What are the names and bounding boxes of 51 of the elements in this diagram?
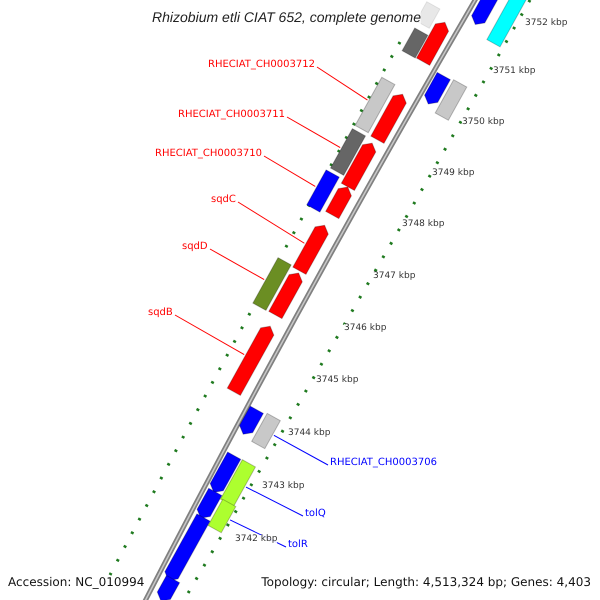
gene-label: sqdC: [211, 195, 236, 205]
gene-block: [268, 272, 303, 320]
gene-label: sqdD: [182, 242, 208, 252]
gene-label: sqdB: [148, 308, 173, 318]
gene-block: [354, 76, 396, 134]
gene-label: RHECIAT_CH0003706: [330, 458, 437, 468]
leader-line: [286, 116, 341, 148]
gene-block: [292, 224, 329, 276]
title: Rhizobium etli CIAT 652, complete genome: [152, 10, 421, 24]
gene-block: [401, 27, 429, 59]
gene-block: [424, 72, 451, 105]
scale-tick-label: 3743 kbp: [262, 482, 304, 491]
leader-line: [246, 486, 304, 516]
gene-label: tolR: [288, 540, 308, 550]
gene-block: [330, 128, 366, 176]
gene-block: [252, 256, 292, 312]
gene-block: [340, 142, 376, 192]
scale-tick-label: 3750 kbp: [462, 118, 504, 127]
gene-block: [325, 186, 352, 220]
scale-tick-label: 3745 kbp: [316, 376, 358, 385]
gene-label: tolQ: [305, 509, 326, 519]
scale-tick-label: 3751 kbp: [493, 67, 536, 76]
scale-tick-label: 3749 kbp: [432, 169, 474, 178]
gene-label: RHECIAT_CH0003711: [178, 110, 285, 120]
gene-block: [306, 169, 340, 213]
gene-block: [210, 451, 242, 493]
leader-line: [238, 202, 305, 244]
gene-block: [208, 498, 236, 534]
footer-text: Accession: NC_010994: [8, 576, 144, 588]
gene-block: [164, 513, 211, 582]
leader-line: [174, 314, 245, 356]
scale-tick-label: 3742 kbp: [235, 535, 278, 544]
scale-tick-label: 3748 kbp: [402, 220, 444, 229]
gene-block: [156, 574, 180, 600]
leader-line: [273, 434, 328, 466]
gene-block: [196, 488, 222, 519]
leader-line: [264, 156, 316, 187]
gene-block: [239, 405, 264, 435]
scale-tick-label: 3746 kbp: [344, 324, 386, 333]
gene-block: [251, 412, 281, 450]
leader-line: [316, 66, 368, 101]
scale-tick-label: 3752 kbp: [525, 19, 568, 28]
scale-tick-label: 3744 kbp: [288, 429, 330, 438]
gene-block: [226, 326, 274, 396]
gene-label: RHECIAT_CH0003712: [208, 60, 315, 70]
leader-line: [210, 248, 265, 280]
gene-label: RHECIAT_CH0003710: [155, 149, 262, 159]
footer-text: Topology: circular; Length: 4,513,324 bp; Genes: 4,403: [261, 576, 591, 588]
scale-tick-label: 3747 kbp: [373, 272, 416, 281]
gene-block: [370, 94, 407, 144]
gene-block: [220, 459, 256, 507]
